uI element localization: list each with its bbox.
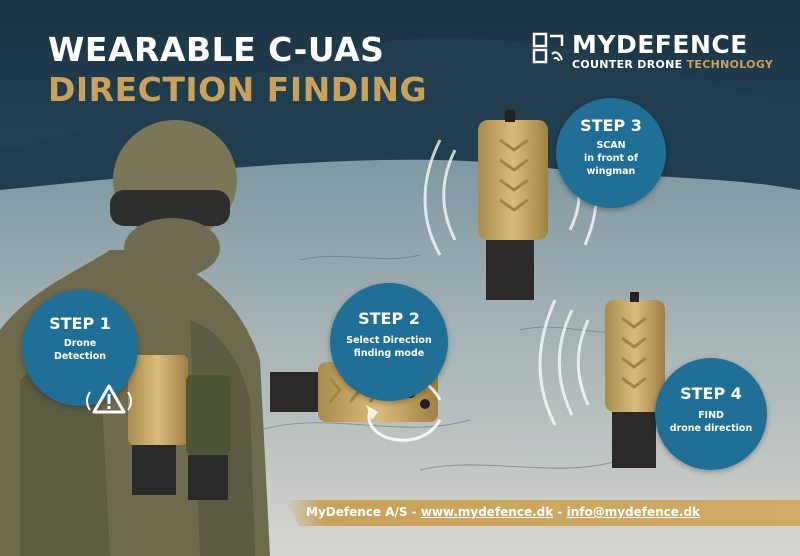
step-2-line2: finding mode [353,348,425,359]
step-4-line1: FIND [698,410,724,421]
contact-footer: MyDefence A/S - www.mydefence.dk - info@… [284,500,800,526]
step-4-line2: drone direction [669,423,753,434]
step-1-line1: Drone [63,338,97,349]
step-2-heading: STEP 2 [358,309,420,328]
brand-tagline: COUNTER DRONE TECHNOLOGY [572,58,773,71]
device-step3 [478,110,548,300]
step-4-badge: STEP 4 FIND drone direction [655,358,767,470]
step-2-badge: STEP 2 Select Direction finding mode [330,283,448,401]
step-3-heading: STEP 3 [580,116,642,135]
vest-devices [128,355,230,500]
step-1-line2: Detection [53,351,107,362]
step-3-line3: wingman [586,166,636,177]
brand-name: MYDEFENCE [572,30,748,59]
headline-line1: WEARABLE C-UAS [48,30,385,69]
brand-tagline-part1: COUNTER DRONE [572,58,687,71]
step-3-line2: in front of [584,153,638,164]
signal-arcs-step4 [538,299,590,426]
step-3-badge: STEP 3 SCAN in front of wingman [556,98,666,208]
headline: WEARABLE C-UAS DIRECTION FINDING [48,30,427,110]
footer-company: MyDefence A/S - [306,505,421,519]
mydefence-logo-icon [532,32,564,64]
step-4-heading: STEP 4 [680,384,742,403]
brand-logo: MYDEFENCE COUNTER DRONE TECHNOLOGY [532,30,773,71]
footer-separator: - [553,505,567,519]
step-1-heading: STEP 1 [49,314,111,333]
website-link[interactable]: www.mydefence.dk [420,505,554,519]
brand-tagline-part2: TECHNOLOGY [686,58,774,71]
device-step4 [605,292,665,468]
email-link[interactable]: info@mydefence.dk [566,505,701,519]
step-3-line1: SCAN [596,140,626,151]
headline-line2: DIRECTION FINDING [48,70,428,109]
footer-text: MyDefence A/S - www.mydefence.dk - info@… [306,505,700,519]
step-1-badge: STEP 1 Drone Detection [22,290,138,406]
step-2-line1: Select Direction [346,335,432,346]
drone-warning-icon [86,384,132,414]
